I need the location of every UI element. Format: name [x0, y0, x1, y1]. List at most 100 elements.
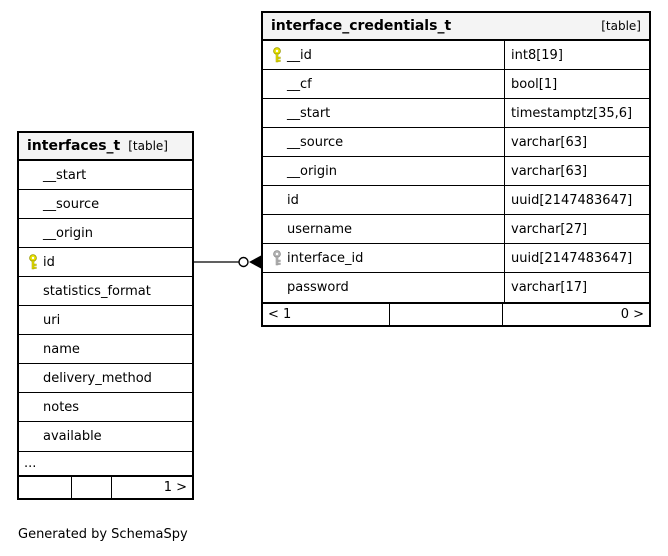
table-footer-interfaces_t: 1 >: [19, 475, 192, 498]
column-name-cell: username: [263, 215, 504, 243]
key-slot: [25, 306, 43, 334]
primary-key-icon: [25, 248, 43, 276]
column-name-cell: id: [19, 248, 192, 276]
column-label: statistics_format: [43, 283, 151, 299]
many-cardinality-arrow: [249, 255, 261, 269]
table-row[interactable]: password varchar[17]: [263, 273, 649, 302]
column-type-cell: bool[1]: [504, 70, 649, 98]
column-name-cell: __id: [263, 41, 504, 69]
key-slot: [269, 273, 287, 302]
column-type: varchar[63]: [511, 163, 588, 179]
column-label: delivery_method: [43, 370, 152, 386]
column-label: __origin: [43, 225, 94, 241]
key-slot: [269, 215, 287, 243]
column-label: __start: [287, 105, 331, 121]
table-row[interactable]: username varchar[27]: [263, 215, 649, 244]
column-type-cell: varchar[63]: [504, 128, 649, 156]
key-slot: [25, 161, 43, 189]
column-label: notes: [43, 399, 80, 415]
table-interfaces_t[interactable]: interfaces_t [table] __start __source __…: [17, 131, 194, 500]
column-name-cell: name: [19, 335, 192, 363]
foreign-key-icon: [269, 244, 287, 272]
column-name-cell: available: [19, 422, 192, 451]
column-label: __source: [43, 196, 100, 212]
table-footer-interface_credentials_t: < 1 0 >: [263, 302, 649, 325]
key-slot: [25, 364, 43, 392]
table-row[interactable]: __cf bool[1]: [263, 70, 649, 99]
column-label: interface_id: [287, 250, 364, 266]
table-row[interactable]: available: [19, 422, 192, 451]
table-row[interactable]: name: [19, 335, 192, 364]
column-label: name: [43, 341, 80, 357]
column-type-cell: varchar[27]: [504, 215, 649, 243]
table-row[interactable]: __origin: [19, 219, 192, 248]
column-type: int8[19]: [511, 47, 563, 63]
column-label: id: [287, 192, 299, 208]
footer-cell-middle[interactable]: [72, 477, 112, 498]
column-name-cell: delivery_method: [19, 364, 192, 392]
footer-cell-right[interactable]: 1 >: [163, 480, 187, 495]
table-row[interactable]: __start timestamptz[35,6]: [263, 99, 649, 128]
primary-key-icon: [269, 41, 287, 69]
table-row-primary-key[interactable]: id: [19, 248, 192, 277]
column-label: available: [43, 429, 102, 444]
table-row[interactable]: __origin varchar[63]: [263, 157, 649, 186]
column-name-cell: notes: [19, 393, 192, 421]
table-title: interface_credentials_t: [271, 18, 452, 34]
table-row[interactable]: statistics_format: [19, 277, 192, 306]
column-type: varchar[27]: [511, 221, 588, 237]
table-row-foreign-key[interactable]: interface_id uuid[2147483647]: [263, 244, 649, 273]
key-slot: [25, 190, 43, 218]
key-slot: [25, 335, 43, 363]
column-label: password: [287, 280, 349, 295]
column-label: id: [43, 254, 55, 270]
column-name-cell: interface_id: [263, 244, 504, 272]
column-name-cell: __start: [19, 161, 192, 189]
column-name-cell: __cf: [263, 70, 504, 98]
table-header-interface_credentials_t: interface_credentials_t [table]: [263, 13, 649, 41]
footer-cell-left[interactable]: < 1: [263, 304, 390, 325]
column-type-cell: varchar[63]: [504, 157, 649, 185]
table-row[interactable]: id uuid[2147483647]: [263, 186, 649, 215]
table-type-tag: [table]: [128, 139, 168, 153]
column-name-cell: __origin: [19, 219, 192, 247]
column-type-cell: varchar[17]: [504, 273, 649, 302]
key-slot: [25, 393, 43, 421]
column-label: uri: [43, 312, 61, 328]
key-slot: [269, 186, 287, 214]
table-row[interactable]: uri: [19, 306, 192, 335]
table-row[interactable]: notes: [19, 393, 192, 422]
key-slot: [269, 99, 287, 127]
footer-cell-left[interactable]: [19, 477, 72, 498]
table-row[interactable]: __start: [19, 161, 192, 190]
footer-cell-right[interactable]: 0 >: [620, 307, 644, 322]
table-row[interactable]: __source: [19, 190, 192, 219]
column-name-cell: __source: [263, 128, 504, 156]
table-row-primary-key[interactable]: __id int8[19]: [263, 41, 649, 70]
key-slot: [25, 422, 43, 451]
column-type: bool[1]: [511, 76, 558, 92]
more-columns-indicator: ...: [19, 451, 192, 475]
column-type: uuid[2147483647]: [511, 250, 633, 266]
column-type: varchar[17]: [511, 280, 588, 295]
table-interface_credentials_t[interactable]: interface_credentials_t [table] __id int…: [261, 11, 651, 327]
column-name-cell: password: [263, 273, 504, 302]
column-label: __cf: [287, 76, 312, 92]
footer-cell-middle[interactable]: [390, 304, 503, 325]
table-type-tag: [table]: [601, 19, 641, 33]
generator-credit: Generated by SchemaSpy: [18, 527, 188, 542]
table-row[interactable]: delivery_method: [19, 364, 192, 393]
relationship-connector-interfaces-to-credentials[interactable]: [194, 250, 264, 274]
zero-cardinality-marker: [238, 256, 249, 268]
column-name-cell: uri: [19, 306, 192, 334]
column-type-cell: uuid[2147483647]: [504, 244, 649, 272]
key-slot: [269, 157, 287, 185]
column-name-cell: id: [263, 186, 504, 214]
column-type-cell: int8[19]: [504, 41, 649, 69]
table-row[interactable]: __source varchar[63]: [263, 128, 649, 157]
key-slot: [25, 277, 43, 305]
column-label: __id: [287, 47, 312, 63]
key-slot: [25, 219, 43, 247]
table-header-interfaces_t: interfaces_t [table]: [19, 133, 192, 161]
column-label: __source: [287, 134, 344, 150]
